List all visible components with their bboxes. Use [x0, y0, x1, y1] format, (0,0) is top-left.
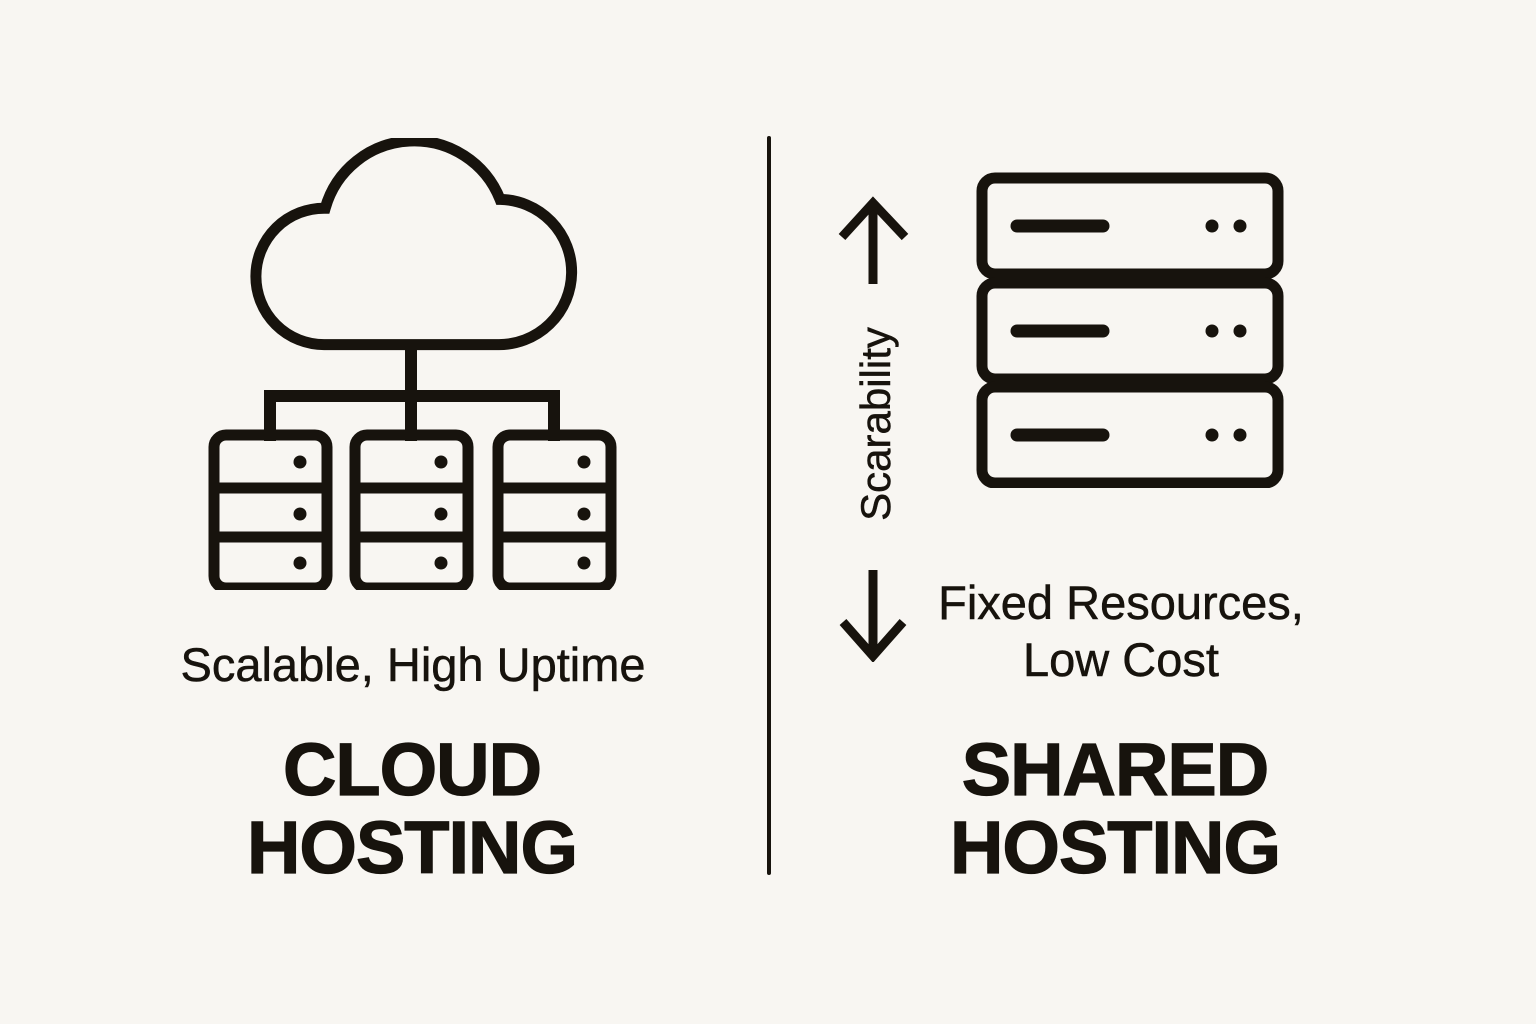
shared-hosting-caption-line2: Low Cost: [1023, 633, 1219, 687]
cloud-icon: [250, 138, 578, 351]
shared-hosting-title-line1: SHARED: [961, 728, 1270, 811]
cloud-hosting-title: CLOUD HOSTING: [162, 728, 662, 889]
cloud-hosting-title-line1: CLOUD: [282, 728, 542, 811]
connector-lines: [264, 340, 560, 441]
cloud-hosting-caption: Scalable, High Uptime: [180, 638, 646, 691]
server-tower: [492, 429, 617, 590]
rack-unit: [976, 172, 1284, 280]
shared-hosting-title-line2: HOSTING: [949, 806, 1281, 889]
cloud-hosting-title-line2: HOSTING: [246, 806, 578, 889]
arrow-down-icon: [839, 570, 907, 662]
cloud-connected-servers-icon: [208, 138, 617, 590]
shared-hosting-title: SHARED HOSTING: [865, 728, 1365, 889]
shared-hosting-caption: Fixed Resources, Low Cost: [871, 574, 1371, 688]
rack-unit: [976, 277, 1284, 385]
stacked-server-rack-icon: [976, 172, 1284, 488]
server-tower: [208, 429, 333, 590]
scalability-axis-label: Scarability: [852, 327, 900, 521]
shared-hosting-caption-line1: Fixed Resources,: [938, 576, 1304, 630]
arrow-up-icon: [838, 196, 909, 284]
divider-line: [767, 136, 771, 875]
server-tower: [349, 429, 474, 590]
rack-unit: [976, 381, 1284, 488]
